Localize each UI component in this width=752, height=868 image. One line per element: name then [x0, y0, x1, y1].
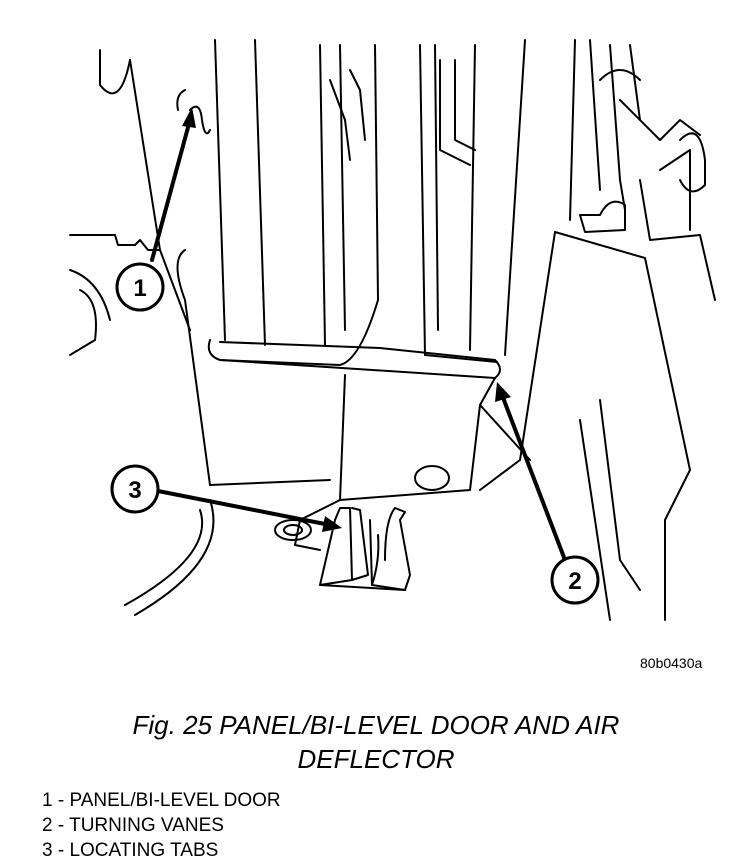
caption-line-2: DEFLECTOR: [297, 744, 455, 774]
technical-illustration: 1 3 2: [69, 39, 716, 621]
legend-item-2: 2 - TURNING VANES: [42, 815, 224, 836]
legend: 1 - PANEL/BI-LEVEL DOOR 2 - TURNING VANE…: [42, 788, 281, 863]
callout-3: 3: [110, 464, 160, 514]
caption-line-1: Fig. 25 PANEL/BI-LEVEL DOOR AND AIR: [132, 710, 620, 740]
legend-item-1: 1 - PANEL/BI-LEVEL DOOR: [42, 790, 281, 811]
figure-code: 80b0430a: [640, 655, 703, 671]
callout-3-label: 3: [128, 477, 141, 504]
figure-caption: Fig. 25 PANEL/BI-LEVEL DOOR AND AIR DEFL…: [0, 708, 752, 776]
callout-2: 2: [550, 555, 600, 605]
callout-2-label: 2: [568, 568, 581, 595]
legend-item-3: 3 - LOCATING TABS: [42, 840, 219, 861]
callout-1-label: 1: [133, 275, 146, 302]
callout-1: 1: [115, 262, 165, 312]
